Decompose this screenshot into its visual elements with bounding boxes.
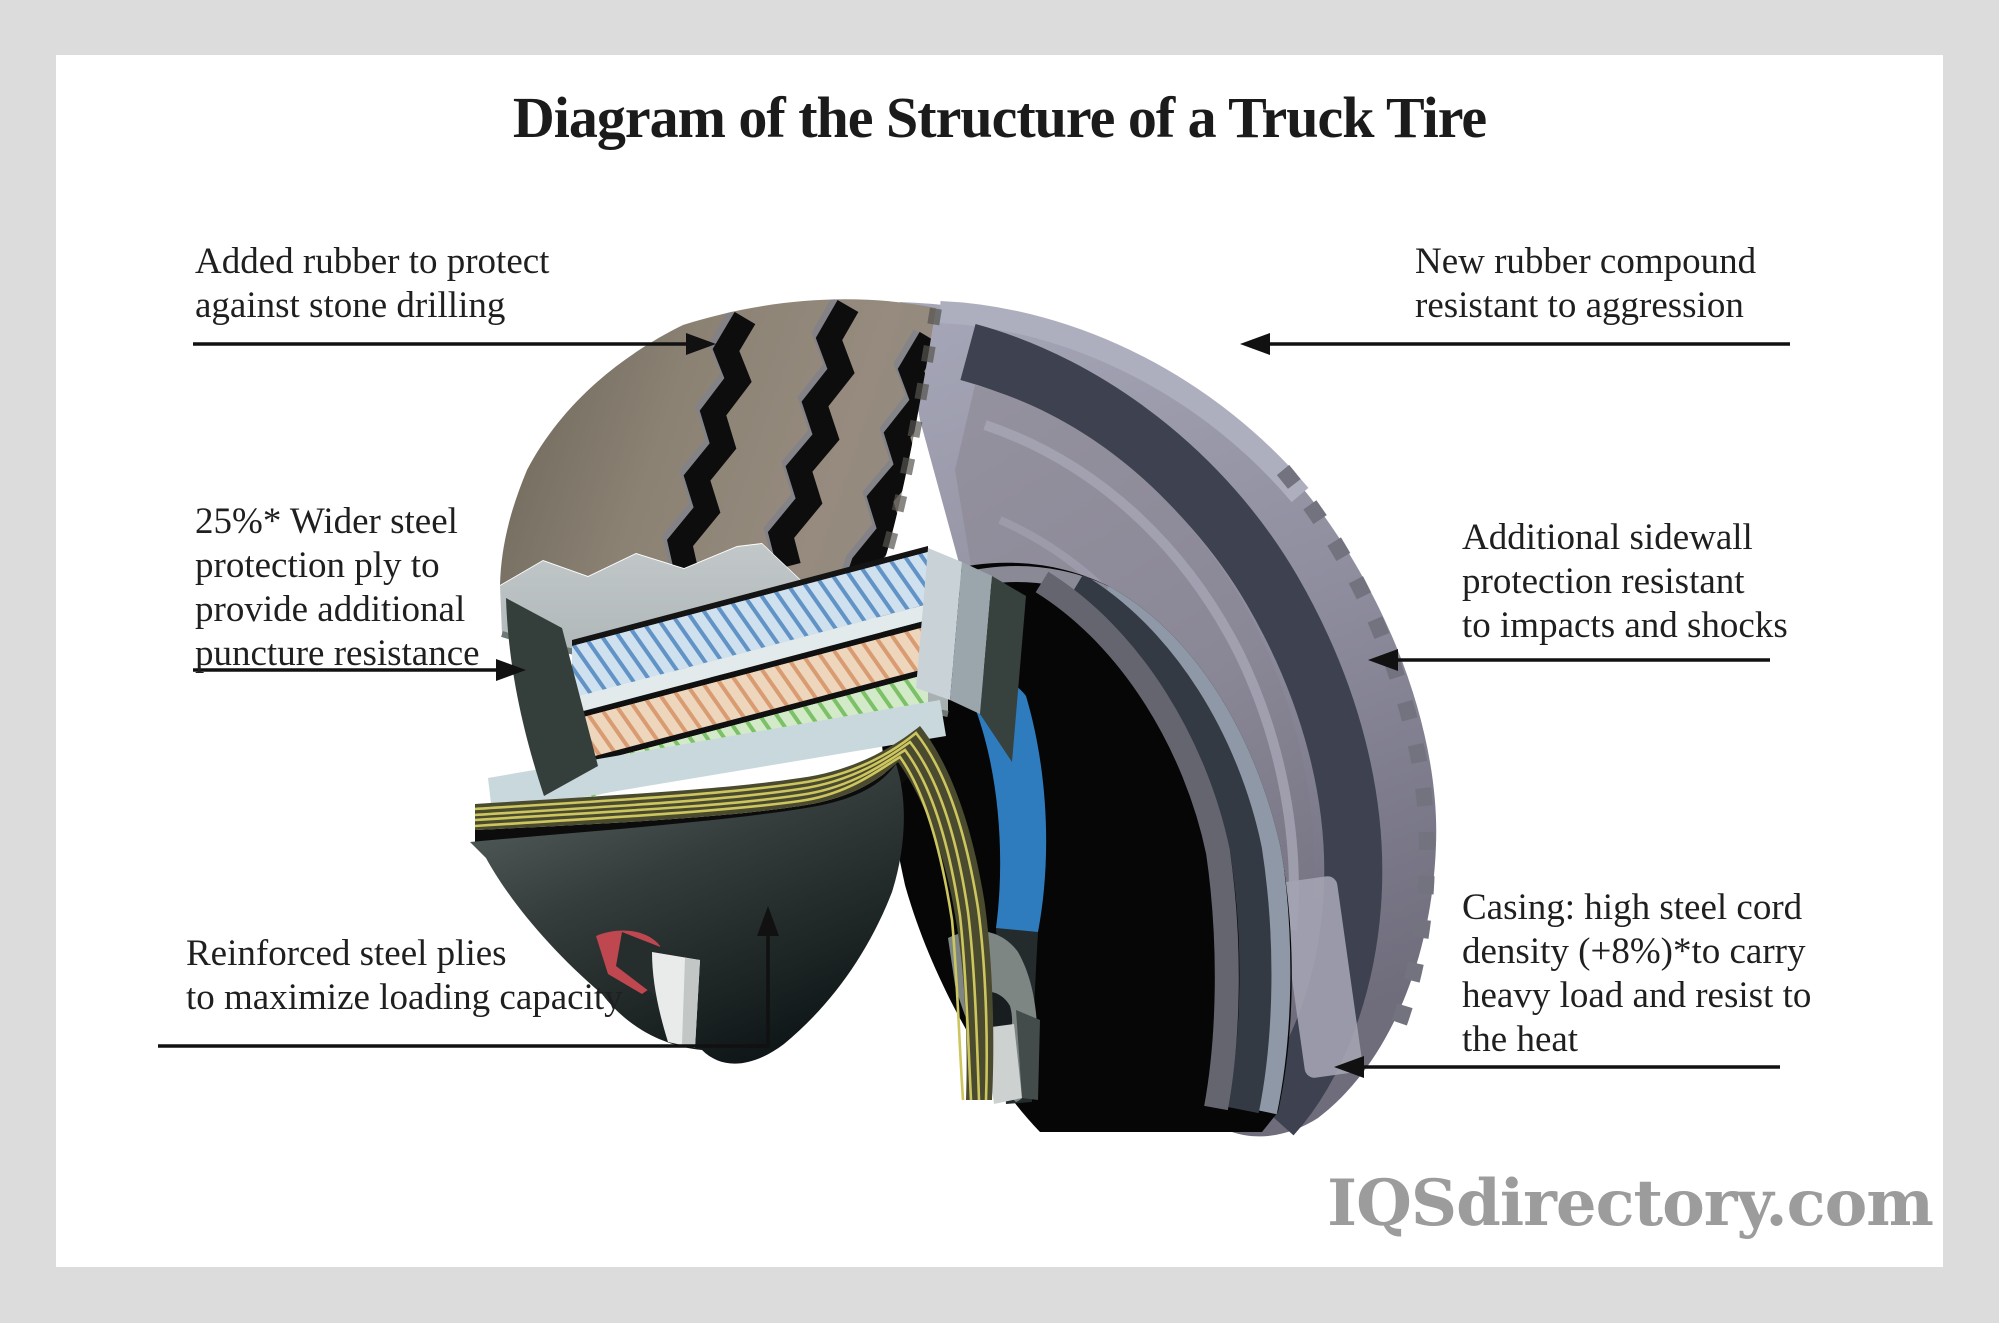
arrow-sidewall-protection (1368, 649, 1770, 671)
label-line: provide additional (195, 589, 466, 630)
cut-left-wedge (506, 598, 598, 796)
label-line: resistant to aggression (1415, 285, 1744, 326)
arrow-rubber-compound (1240, 333, 1790, 355)
belt-white-strip (572, 604, 928, 714)
casing-cord-stripes (474, 731, 989, 1101)
belt-black-line-2 (572, 668, 928, 768)
label-line: Additional sidewall (1462, 517, 1753, 558)
belt-package (488, 546, 1026, 812)
sidewall-outer-rim-highlight (939, 301, 1309, 503)
belt-end-strip-2 (950, 562, 992, 714)
bead-tab-shade (682, 958, 700, 1048)
annotation-arrows (158, 333, 1790, 1078)
arrow-steel-plies (158, 906, 779, 1048)
cut-section (470, 544, 1026, 1101)
watermark: IQSdirectory.com (1327, 1166, 1934, 1241)
label-line: the heat (1462, 1019, 1579, 1060)
label-line: density (+8%)*to carry (1462, 931, 1806, 972)
diagram-title: Diagram of the Structure of a Truck Tire (512, 85, 1487, 150)
belt-end-strip-1 (916, 548, 962, 700)
label-line: to impacts and shocks (1462, 605, 1788, 646)
label-line: against stone drilling (195, 285, 506, 326)
belt-lightblue-band (488, 700, 946, 812)
label-line: to maximize loading capacity (186, 977, 623, 1018)
belt-peach-ply (572, 626, 928, 762)
far-bead-wedge (1016, 1010, 1040, 1100)
steel-protection-ply-blue (572, 552, 928, 698)
inner-band-dark (1066, 574, 1272, 1114)
label-line: protection resistant (1462, 561, 1745, 602)
label-line: 25%* Wider steel (195, 501, 458, 542)
label-line: Added rubber to protect (195, 241, 550, 282)
sidewall-arc-highlight (983, 420, 1299, 931)
inner-band-light (1099, 582, 1291, 1115)
label-line: Casing: high steel cord (1462, 887, 1803, 928)
label-line: Reinforced steel plies (186, 933, 507, 974)
label-line: puncture resistance (195, 633, 480, 674)
label-line: heavy load and resist to (1462, 975, 1812, 1016)
inner-liner-blue (950, 662, 1047, 937)
front-lower-sidewall (470, 764, 904, 1064)
near-bead (596, 930, 700, 1048)
label-line: New rubber compound (1415, 241, 1757, 282)
sidewall-embossed-patch (1279, 876, 1363, 1078)
belt-end-dark-face (980, 576, 1026, 762)
arrow-stone-drilling (193, 333, 716, 355)
tread-shoulder-sipes (856, 307, 942, 622)
arrow-casing (1334, 1056, 1780, 1078)
belt-black-top-line (572, 546, 928, 646)
arrow-steel-ply (193, 659, 526, 681)
label-line: protection ply to (195, 545, 440, 586)
belt-black-line-1 (572, 620, 928, 720)
sidewall-serrated-edge (1276, 464, 1435, 1035)
cut-leg (948, 662, 1047, 1104)
far-bead-tab (984, 1024, 1022, 1104)
tire-tread (500, 299, 942, 622)
inner-band-gray (1035, 571, 1239, 1111)
